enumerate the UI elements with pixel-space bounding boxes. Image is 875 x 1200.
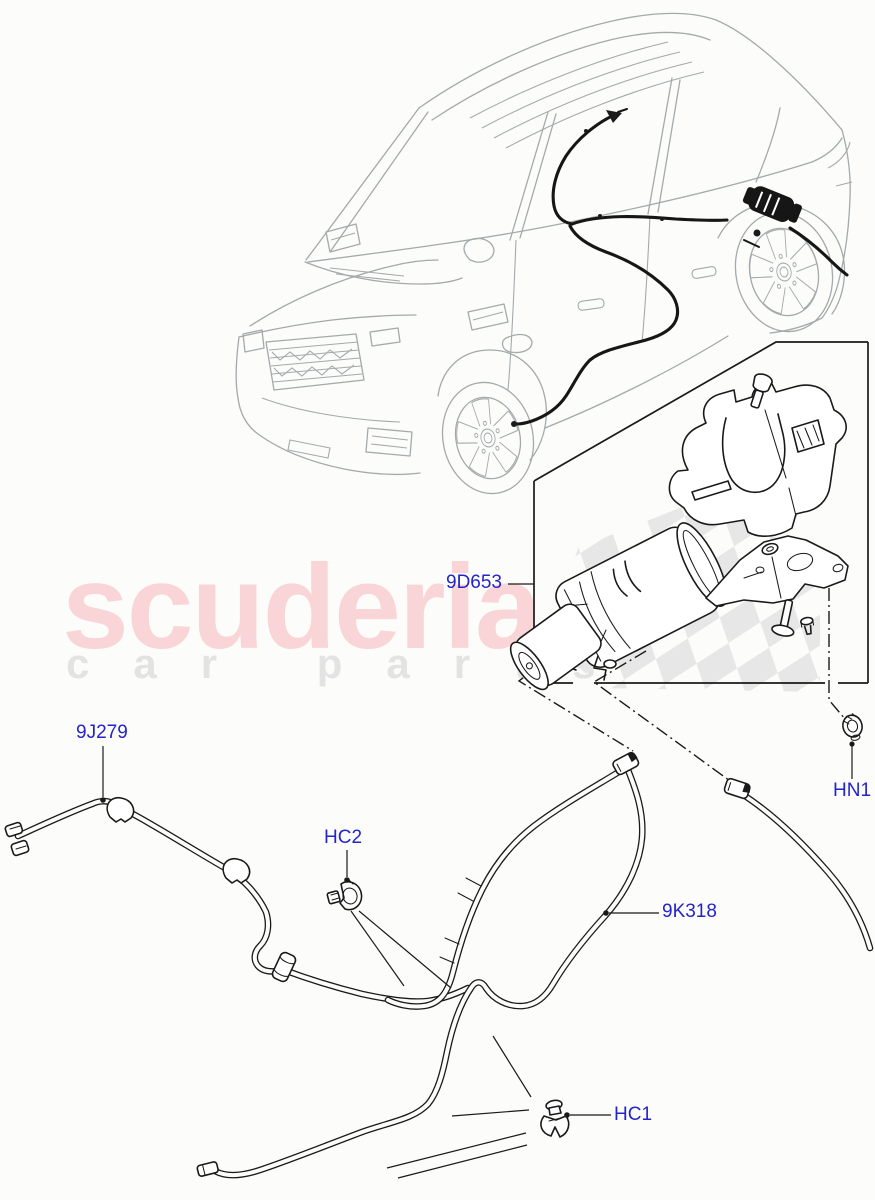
pipe-bushing [271,951,297,983]
front-wheel [441,381,535,495]
watermark: scuderia car parts [62,540,639,687]
pipe-end-fitting [196,1161,219,1177]
headlamp-right [369,327,401,347]
washer-grommet [761,542,779,556]
leader-lines [100,583,855,1179]
bolt-top [750,373,797,517]
label-hn1[interactable]: HN1 [833,780,872,801]
canister-pump [509,603,607,691]
pipe-connector-1 [612,751,640,776]
harness-canister-on-vehicle [742,186,802,223]
pipe-end-connector [4,821,30,857]
screw-small [800,616,815,636]
pipe-9k318[interactable] [196,751,874,1179]
pipe-9j279[interactable] [4,796,472,1005]
label-9d653[interactable]: 9D653 [446,572,502,593]
label-9k318[interactable]: 9K318 [662,901,717,922]
bracket-shield [668,382,847,537]
nut-hn1[interactable] [840,712,865,743]
label-hc2[interactable]: HC2 [324,827,363,848]
label-hc1[interactable]: HC1 [614,1104,653,1125]
bolt-lower [771,599,795,637]
canister-assembly[interactable] [504,516,737,695]
clip-hc1[interactable] [540,1099,570,1138]
front-grille [265,333,365,391]
mounting-plate [705,535,849,607]
clip-hc2[interactable] [326,879,363,911]
watermark-tagline-text: car parts [66,640,639,687]
door-mirror [463,237,495,263]
headlamp-left [242,329,265,353]
pipe-connector-2 [723,777,751,800]
wiring-harness [511,108,849,427]
pipe-clip [106,796,251,884]
vehicle-illustration [235,12,853,495]
label-9j279[interactable]: 9J279 [76,722,128,743]
watermark-brand-text: scuderia [62,540,543,674]
